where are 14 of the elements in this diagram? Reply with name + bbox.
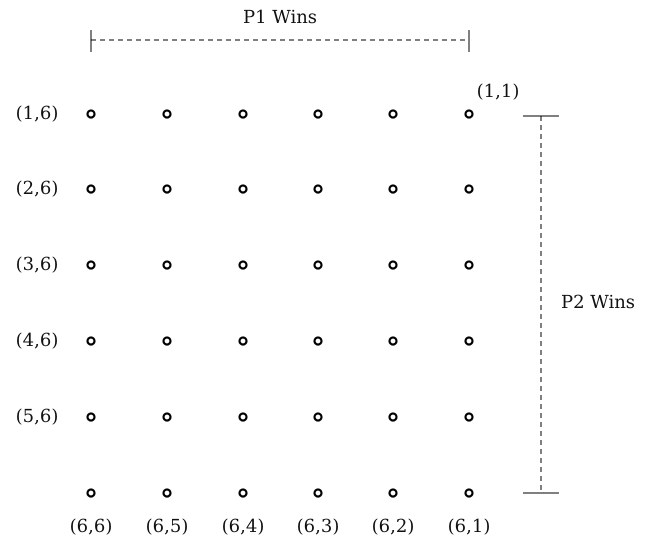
coordinate-label: (6,2) <box>372 516 414 538</box>
coordinate-label: (6,1) <box>448 516 490 538</box>
coordinate-label: (1,1) <box>476 81 520 103</box>
region-label: P1 Wins <box>242 7 318 29</box>
coordinate-label: (3,6) <box>16 254 58 276</box>
coordinate-label: (2,6) <box>16 178 58 200</box>
coordinate-label: (6,3) <box>296 516 340 538</box>
coordinate-label: (6,6) <box>70 516 112 538</box>
coordinate-label: (4,6) <box>16 330 58 352</box>
coordinate-label: (5,6) <box>16 406 58 428</box>
region-label: P2 Wins <box>560 292 636 314</box>
coordinate-label: (1,6) <box>16 103 58 125</box>
coordinate-label: (6,5) <box>146 516 188 538</box>
coordinate-label: (6,4) <box>222 516 264 538</box>
